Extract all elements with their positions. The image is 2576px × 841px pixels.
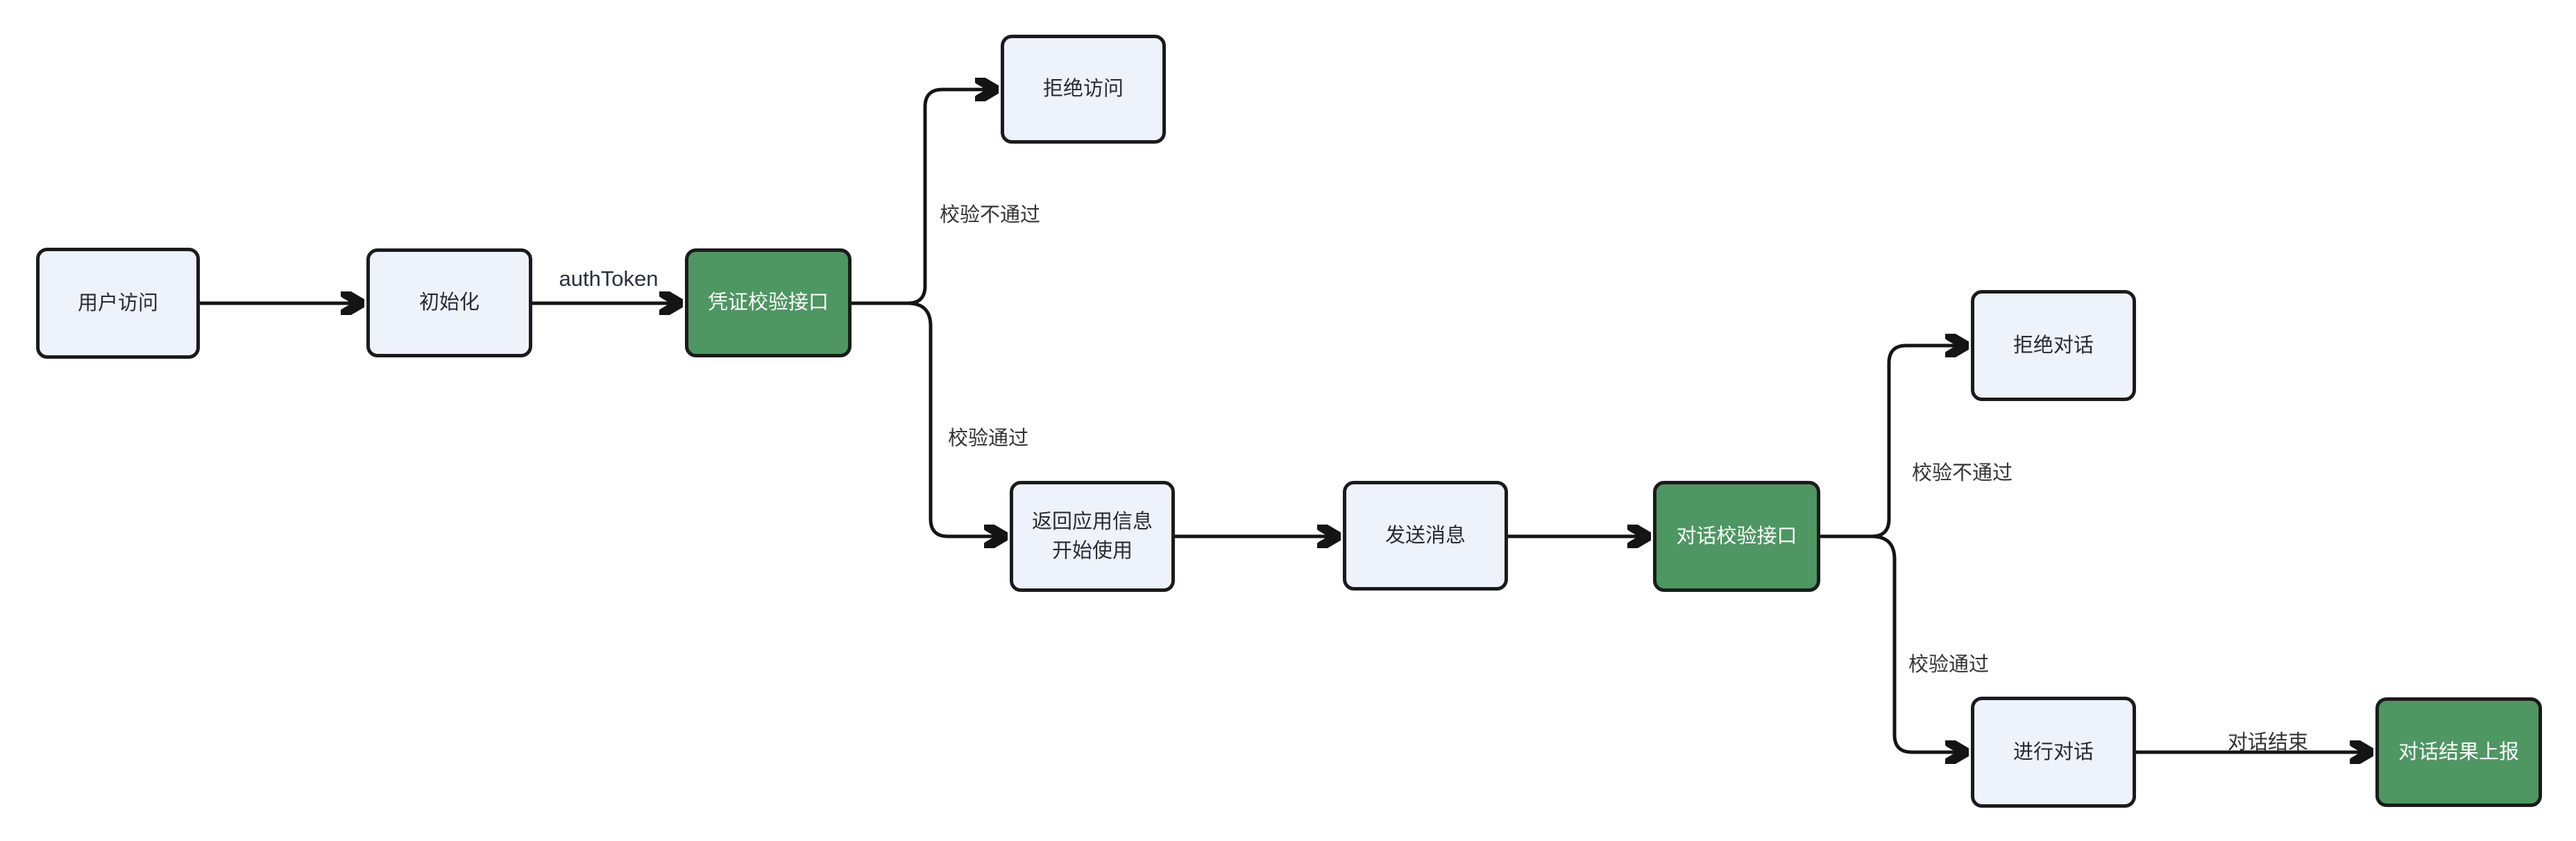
node-do-dialog: 进行对话 [1971, 697, 2136, 808]
node-label: 对话结果上报 [2398, 740, 2519, 763]
node-report-result: 对话结果上报 [2375, 697, 2542, 807]
node-label: 拒绝访问 [1042, 78, 1124, 101]
node-label: 初始化 [418, 291, 480, 314]
edge-label-cred-check-pass: 校验通过 [948, 427, 1029, 450]
node-label: 进行对话 [2012, 740, 2094, 763]
edge-cred-check-deny-access [849, 90, 994, 305]
edge-dialog-check-deny-dialog [1818, 346, 1964, 538]
edge-label-cred-check-fail: 校验不通过 [940, 204, 1041, 226]
node-dialog-check: 对话校验接口 [1653, 481, 1820, 592]
edge-cred-check-return-info [849, 301, 1003, 536]
node-label: 发送消息 [1384, 524, 1466, 547]
node-user-access: 用户访问 [36, 248, 200, 359]
node-label: 返回应用信息 开始使用 [1031, 510, 1153, 562]
node-send-message: 发送消息 [1343, 481, 1508, 591]
edge-label-authtoken: authToken [559, 266, 659, 291]
node-label: 拒绝对话 [2012, 334, 2094, 357]
edge-label-dialog-check-fail: 校验不通过 [1912, 462, 2013, 484]
node-init: 初始化 [366, 248, 532, 357]
node-label: 对话校验接口 [1676, 525, 1797, 547]
node-cred-check: 凭证校验接口 [685, 248, 851, 357]
node-return-info: 返回应用信息 开始使用 [1010, 481, 1175, 592]
node-label: 凭证校验接口 [707, 291, 829, 314]
node-deny-dialog: 拒绝对话 [1971, 290, 2136, 401]
edge-label-dialog-check-pass: 校验通过 [1908, 654, 1990, 676]
node-deny-access: 拒绝访问 [1001, 35, 1166, 144]
edge-label-dialog-end: 对话结束 [2227, 731, 2309, 754]
node-label: 用户访问 [77, 291, 158, 314]
edge-dialog-check-do-dialog [1818, 534, 1964, 752]
